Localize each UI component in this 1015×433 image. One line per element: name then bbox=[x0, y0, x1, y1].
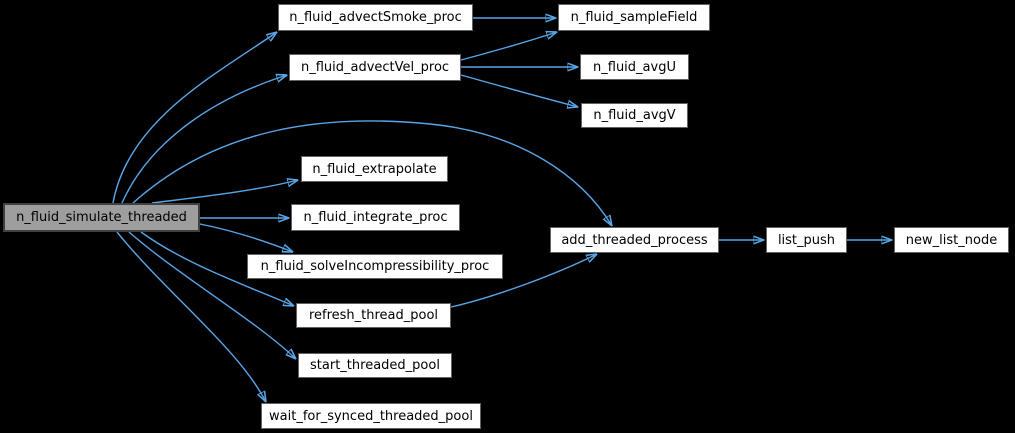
edge-simulate-to-refresh-pool bbox=[140, 231, 294, 306]
edge-advect-vel-to-avg-v bbox=[460, 74, 578, 107]
node-list-push[interactable]: list_push bbox=[766, 227, 847, 253]
node-n-fluid-advect-smoke-proc[interactable]: n_fluid_advectSmoke_proc bbox=[278, 4, 473, 31]
node-n-fluid-simulate-threaded: n_fluid_simulate_threaded bbox=[3, 203, 200, 232]
node-n-fluid-integrate-proc[interactable]: n_fluid_integrate_proc bbox=[291, 204, 460, 231]
node-new-list-node[interactable]: new_list_node bbox=[894, 227, 1009, 253]
node-n-fluid-avg-u[interactable]: n_fluid_avgU bbox=[580, 54, 689, 80]
edge-simulate-to-start-pool bbox=[128, 231, 296, 359]
node-wait-for-synced-threaded-pool[interactable]: wait_for_synced_threaded_pool bbox=[261, 403, 481, 429]
node-n-fluid-sample-field[interactable]: n_fluid_sampleField bbox=[558, 4, 710, 31]
node-refresh-thread-pool[interactable]: refresh_thread_pool bbox=[296, 303, 451, 328]
edge-simulate-to-solve-incompressibility bbox=[199, 223, 293, 252]
node-n-fluid-solve-incompressibility-proc[interactable]: n_fluid_solveIncompressibility_proc bbox=[247, 254, 503, 279]
node-n-fluid-extrapolate[interactable]: n_fluid_extrapolate bbox=[301, 156, 448, 182]
edge-simulate-to-wait-pool bbox=[116, 231, 266, 402]
edge-advect-vel-to-sample-field bbox=[460, 32, 557, 61]
node-add-threaded-process[interactable]: add_threaded_process bbox=[550, 227, 719, 253]
node-start-threaded-pool[interactable]: start_threaded_pool bbox=[298, 353, 452, 378]
edge-simulate-to-advect-vel bbox=[121, 75, 287, 204]
edge-simulate-to-extrapolate bbox=[151, 180, 298, 204]
node-n-fluid-avg-v[interactable]: n_fluid_avgV bbox=[581, 103, 688, 128]
edge-refresh-pool-to-add-process bbox=[450, 254, 597, 308]
edge-simulate-to-add-process bbox=[132, 120, 612, 226]
node-n-fluid-advect-vel-proc[interactable]: n_fluid_advectVel_proc bbox=[289, 54, 461, 81]
edge-simulate-to-advect-smoke bbox=[112, 32, 277, 204]
